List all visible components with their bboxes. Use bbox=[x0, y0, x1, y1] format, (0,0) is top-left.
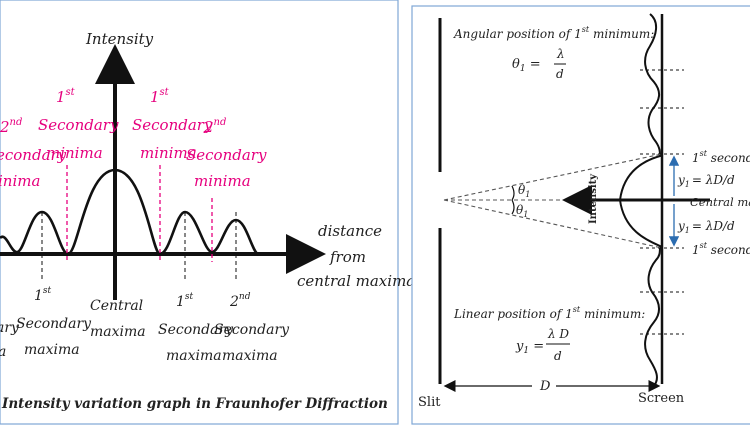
slit-label: Slit bbox=[418, 395, 441, 410]
theta-formula-denominator: d bbox=[556, 67, 564, 81]
angular-position-title: Angular position of 1st minimum: bbox=[453, 25, 654, 41]
y-formula-denominator: d bbox=[554, 349, 562, 363]
linear-position-title: Linear position of 1st minimum: bbox=[453, 305, 645, 321]
intensity-graph-panel: Intensity distance from central maxima 2… bbox=[0, 0, 415, 425]
y-formula-lhs: y1 = bbox=[515, 339, 544, 356]
y1-equation-upper: y1= λD/d bbox=[677, 173, 735, 189]
minima-label-2nd-left: 2nd econdary inima bbox=[0, 117, 67, 190]
svg-text:1st: 1st bbox=[34, 286, 52, 304]
minima-label-1st-left: 1st Secondary minima bbox=[38, 87, 119, 162]
D-label: D bbox=[539, 379, 551, 394]
screen-label: Screen bbox=[638, 391, 685, 406]
svg-text:inima: inima bbox=[0, 172, 40, 190]
maxima-label-1st-right: 1st Secondary maxima bbox=[158, 292, 234, 364]
svg-text:maxima: maxima bbox=[24, 342, 80, 358]
minima-label-2nd-right: 2nd Secondary minima bbox=[186, 117, 267, 190]
first-secondary-upper-label: 1st second bbox=[692, 149, 750, 165]
x-axis-label-line2: from bbox=[329, 248, 366, 266]
x-axis-label-line3: central maxima bbox=[297, 272, 415, 290]
svg-text:Secondary: Secondary bbox=[214, 322, 290, 338]
svg-text:a: a bbox=[0, 344, 6, 360]
figure-caption: Intensity variation graph in Fraunhofer … bbox=[1, 396, 388, 412]
svg-text:1st: 1st bbox=[176, 292, 194, 310]
right-panel-border bbox=[411, 5, 750, 425]
svg-text:Secondary: Secondary bbox=[186, 146, 267, 164]
theta-label-lower: θ1 bbox=[516, 203, 528, 219]
maxima-label-2nd-left: ary a bbox=[0, 320, 20, 360]
svg-text:Secondary: Secondary bbox=[158, 322, 234, 338]
svg-text:maxima: maxima bbox=[90, 324, 146, 340]
svg-text:minima: minima bbox=[46, 144, 103, 162]
svg-text:maxima: maxima bbox=[222, 348, 278, 364]
left-panel-border bbox=[0, 0, 399, 425]
svg-text:1st: 1st bbox=[150, 87, 170, 106]
theta-formula-lhs: θ1 = bbox=[512, 57, 541, 74]
svg-text:Central: Central bbox=[90, 298, 143, 314]
angle-arc-upper bbox=[511, 185, 515, 201]
svg-text:2nd: 2nd bbox=[203, 117, 226, 136]
maxima-label-2nd-right: 2nd Secondary maxima bbox=[214, 292, 290, 364]
x-axis-label-line1: distance bbox=[318, 222, 382, 240]
intensity-curve bbox=[0, 168, 259, 256]
angle-arc-lower bbox=[511, 199, 515, 215]
central-maxima-label: Central ma bbox=[690, 195, 750, 209]
maxima-label-central: Central maxima bbox=[90, 298, 146, 340]
maxima-label-1st-left: 1st Secondary maxima bbox=[16, 286, 92, 358]
svg-text:Secondary: Secondary bbox=[132, 116, 213, 134]
theta-label-upper: θ1 bbox=[518, 183, 530, 199]
screen-dash-ticks bbox=[640, 69, 684, 335]
svg-text:ary: ary bbox=[0, 320, 20, 336]
svg-text:minima: minima bbox=[140, 144, 197, 162]
svg-text:2nd: 2nd bbox=[229, 292, 251, 310]
svg-text:maxima: maxima bbox=[166, 348, 222, 364]
diffraction-rays bbox=[443, 153, 663, 249]
intensity-rotated-label: Intensity bbox=[588, 173, 599, 224]
svg-text:econdary: econdary bbox=[0, 146, 67, 164]
svg-text:minima: minima bbox=[194, 172, 251, 190]
y1-equation-lower: y1= λD/d bbox=[677, 219, 735, 235]
first-secondary-lower-label: 1st second bbox=[692, 241, 750, 257]
single-slit-panel: θ1 θ1 Intensity 1st second y1= λD/d Cent… bbox=[411, 5, 750, 425]
y-axis-label: Intensity bbox=[85, 30, 154, 48]
y-formula-numerator: λ D bbox=[547, 327, 569, 341]
svg-text:Secondary: Secondary bbox=[38, 116, 119, 134]
svg-text:Secondary: Secondary bbox=[16, 316, 92, 332]
svg-text:2nd: 2nd bbox=[0, 117, 22, 136]
svg-text:1st: 1st bbox=[56, 87, 76, 106]
minima-label-1st-right: 1st Secondary minima bbox=[132, 87, 213, 162]
theta-formula-numerator: λ bbox=[556, 47, 565, 61]
